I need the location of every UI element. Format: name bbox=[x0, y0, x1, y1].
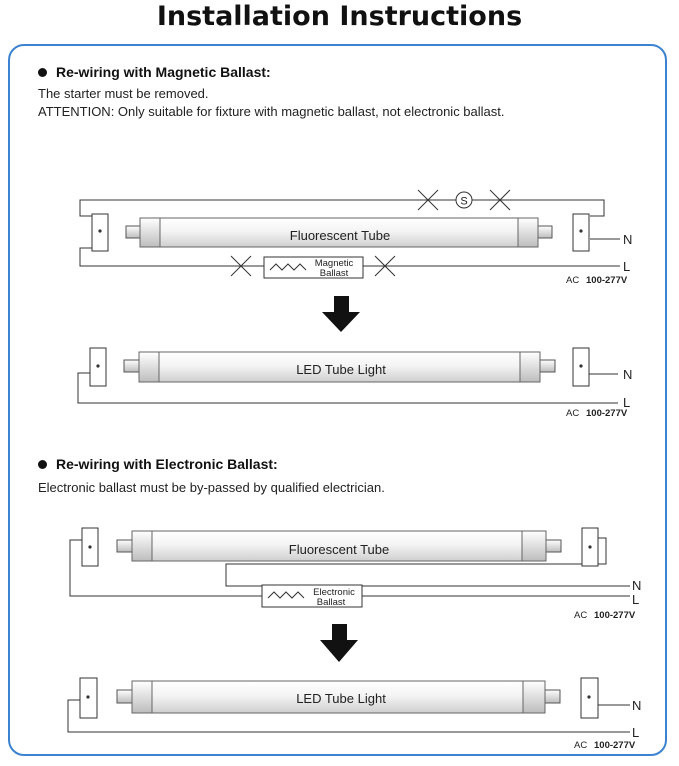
left-lampholder bbox=[91, 213, 109, 252]
fluorescent-tube bbox=[116, 530, 562, 562]
voltage-label: 100-277V bbox=[594, 610, 636, 621]
left-lampholder bbox=[81, 527, 99, 567]
cut-marker-icon bbox=[230, 255, 252, 277]
voltage-prefix: AC bbox=[566, 408, 579, 419]
magnetic-ballast bbox=[263, 256, 364, 279]
live-label: L bbox=[632, 725, 639, 740]
magnetic-note-attention: ATTENTION: Only suitable for fixture wit… bbox=[38, 104, 505, 119]
fluorescent-tube-label: Fluorescent Tube bbox=[289, 542, 389, 557]
right-lampholder bbox=[572, 347, 590, 387]
cut-marker-icon bbox=[417, 189, 439, 211]
fluorescent-tube-label: Fluorescent Tube bbox=[290, 228, 390, 243]
voltage-prefix: AC bbox=[566, 275, 579, 286]
left-lampholder bbox=[79, 677, 98, 719]
starter-label: S bbox=[460, 196, 467, 208]
live-label: L bbox=[623, 259, 630, 274]
led-tube-label: LED Tube Light bbox=[296, 691, 386, 706]
neutral-label: N bbox=[632, 578, 641, 593]
right-lampholder bbox=[580, 677, 599, 719]
page-title: Installation Instructions bbox=[156, 1, 523, 32]
magnetic-ballast-label-1: Magnetic bbox=[315, 258, 354, 269]
starter-icon: S bbox=[455, 191, 473, 209]
magnetic-ballast-label-2: Ballast bbox=[320, 268, 349, 279]
fluorescent-tube bbox=[125, 217, 553, 248]
magnetic-note-starter: The starter must be removed. bbox=[38, 86, 209, 101]
led-tube bbox=[123, 351, 556, 383]
electronic-ballast-label-1: Electronic bbox=[313, 587, 355, 598]
electronic-ballast-label-2: Ballast bbox=[317, 597, 346, 608]
magnetic-heading-text: Re-wiring with Magnetic Ballast: bbox=[56, 64, 271, 80]
live-label: L bbox=[623, 395, 630, 410]
electronic-section-heading: Re-wiring with Electronic Ballast: bbox=[38, 456, 278, 472]
magnetic-section-heading: Re-wiring with Magnetic Ballast: bbox=[38, 64, 271, 80]
voltage-prefix: AC bbox=[574, 740, 587, 751]
arrow-down-icon bbox=[322, 296, 360, 332]
cut-marker-icon bbox=[489, 189, 511, 211]
electronic-note-bypass: Electronic ballast must be by-passed by … bbox=[38, 480, 385, 495]
left-lampholder bbox=[89, 347, 107, 387]
bullet-icon bbox=[38, 459, 47, 469]
neutral-label: N bbox=[623, 232, 632, 247]
instructions-panel bbox=[8, 44, 667, 756]
neutral-label: N bbox=[623, 367, 632, 382]
cut-marker-icon bbox=[374, 255, 396, 277]
magnetic-after-diagram bbox=[77, 372, 618, 404]
electronic-after-diagram bbox=[67, 699, 630, 733]
right-lampholder bbox=[572, 213, 590, 252]
led-tube bbox=[116, 680, 561, 714]
voltage-label: 100-277V bbox=[586, 275, 628, 286]
voltage-label: 100-277V bbox=[586, 408, 628, 419]
led-tube-label: LED Tube Light bbox=[296, 362, 386, 377]
neutral-label: N bbox=[632, 698, 641, 713]
right-lampholder bbox=[581, 527, 599, 567]
electronic-ballast bbox=[261, 584, 363, 608]
arrow-down-icon bbox=[320, 624, 358, 662]
voltage-prefix: AC bbox=[574, 610, 587, 621]
voltage-label: 100-277V bbox=[594, 740, 636, 751]
electronic-heading-text: Re-wiring with Electronic Ballast: bbox=[56, 456, 278, 472]
bullet-icon bbox=[38, 67, 47, 77]
live-label: L bbox=[632, 592, 639, 607]
